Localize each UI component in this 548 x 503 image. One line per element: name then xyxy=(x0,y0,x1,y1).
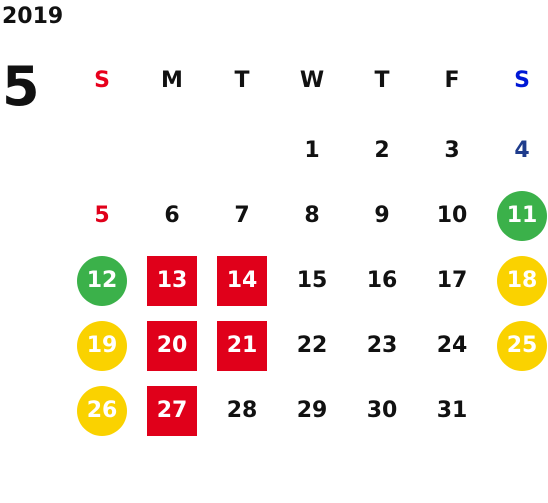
weekday-label: S xyxy=(514,68,530,93)
day-cell[interactable]: 2 xyxy=(347,118,417,183)
weekday-label: S xyxy=(94,68,110,93)
day-number: 24 xyxy=(436,333,468,358)
day-number: 15 xyxy=(296,268,328,293)
day-cell[interactable]: 1 xyxy=(277,118,347,183)
day-number: 30 xyxy=(366,398,398,423)
day-cell[interactable]: 21 xyxy=(207,313,277,378)
day-cell[interactable]: 10 xyxy=(417,183,487,248)
day-cell[interactable]: 15 xyxy=(277,248,347,313)
day-number: 31 xyxy=(436,398,468,423)
day-cell[interactable]: 25 xyxy=(487,313,548,378)
weekday-label: T xyxy=(234,68,250,93)
day-number: 2 xyxy=(374,138,390,163)
day-cell[interactable]: 17 xyxy=(417,248,487,313)
day-number: 6 xyxy=(164,203,180,228)
day-number: 3 xyxy=(444,138,460,163)
day-number-red-marked: 20 xyxy=(147,320,197,371)
day-cell[interactable]: 11 xyxy=(487,183,548,248)
day-number: 9 xyxy=(374,203,390,228)
day-cell[interactable]: 20 xyxy=(137,313,207,378)
day-number: 17 xyxy=(436,268,468,293)
weekday-header: T xyxy=(207,48,277,113)
day-number-green-marked: 12 xyxy=(77,255,127,306)
day-number-red-marked: 14 xyxy=(217,255,267,306)
day-number-yellow-marked: 26 xyxy=(77,385,127,436)
day-cell[interactable]: 6 xyxy=(137,183,207,248)
day-number: 10 xyxy=(436,203,468,228)
day-cell[interactable]: 14 xyxy=(207,248,277,313)
day-cell[interactable]: 8 xyxy=(277,183,347,248)
day-cell[interactable]: 24 xyxy=(417,313,487,378)
day-number: 16 xyxy=(366,268,398,293)
year-label: 2019 xyxy=(2,4,64,29)
day-cell[interactable]: 29 xyxy=(277,378,347,443)
day-number-red-marked: 21 xyxy=(217,320,267,371)
day-number: 7 xyxy=(234,203,250,228)
weekday-header: S xyxy=(67,48,137,113)
day-cell[interactable]: 23 xyxy=(347,313,417,378)
month-number: 5 xyxy=(2,55,40,118)
weekday-header: S xyxy=(487,48,548,113)
day-cell[interactable]: 16 xyxy=(347,248,417,313)
day-number: 22 xyxy=(296,333,328,358)
day-number: 29 xyxy=(296,398,328,423)
weekday-header: W xyxy=(277,48,347,113)
day-number-red-marked: 27 xyxy=(147,385,197,436)
day-cell[interactable]: 26 xyxy=(67,378,137,443)
day-cell[interactable]: 7 xyxy=(207,183,277,248)
weekday-header: F xyxy=(417,48,487,113)
day-number: 5 xyxy=(94,203,110,228)
weekday-header: T xyxy=(347,48,417,113)
day-cell[interactable]: 28 xyxy=(207,378,277,443)
day-cell[interactable]: 19 xyxy=(67,313,137,378)
weekday-label: M xyxy=(161,68,183,93)
day-cell[interactable]: 13 xyxy=(137,248,207,313)
weekday-header: M xyxy=(137,48,207,113)
day-cell[interactable]: 31 xyxy=(417,378,487,443)
day-cell[interactable]: 5 xyxy=(67,183,137,248)
weekday-label: T xyxy=(374,68,390,93)
day-cell[interactable]: 12 xyxy=(67,248,137,313)
weekday-label: W xyxy=(299,68,325,93)
day-cell[interactable]: 4 xyxy=(487,118,548,183)
day-number: 28 xyxy=(226,398,258,423)
day-number: 4 xyxy=(514,138,530,163)
day-number: 1 xyxy=(304,138,320,163)
day-number: 23 xyxy=(366,333,398,358)
day-number: 8 xyxy=(304,203,320,228)
day-number-yellow-marked: 18 xyxy=(497,255,547,306)
day-number-yellow-marked: 25 xyxy=(497,320,547,371)
day-cell[interactable]: 27 xyxy=(137,378,207,443)
day-cell[interactable]: 3 xyxy=(417,118,487,183)
day-cell[interactable]: 18 xyxy=(487,248,548,313)
weekday-label: F xyxy=(444,68,460,93)
day-cell[interactable]: 22 xyxy=(277,313,347,378)
day-number-green-marked: 11 xyxy=(497,190,547,241)
day-number-yellow-marked: 19 xyxy=(77,320,127,371)
day-cell[interactable]: 30 xyxy=(347,378,417,443)
day-cell[interactable]: 9 xyxy=(347,183,417,248)
day-number-red-marked: 13 xyxy=(147,255,197,306)
